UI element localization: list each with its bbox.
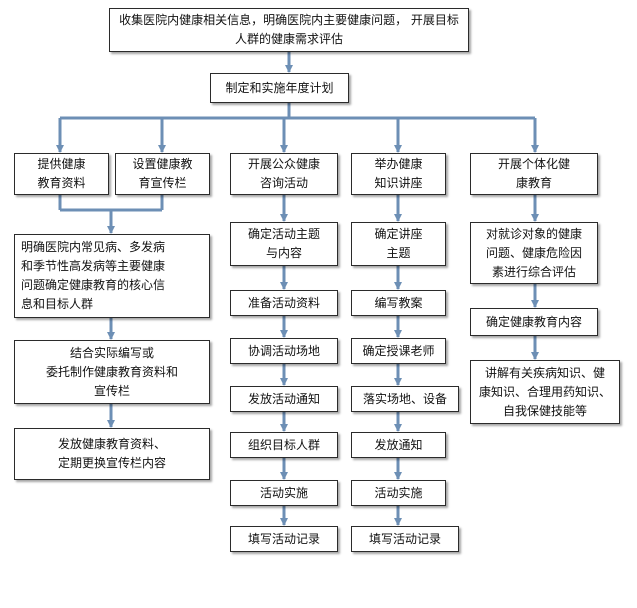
distribute-materials-box: 发放健康教育资料、 定期更换宣传栏内容 [14,428,210,480]
lecture-record-box: 填写活动记录 [351,526,459,552]
prepare-materials-box: 准备活动资料 [230,290,338,316]
bulletin-board-box: 设置健康教 育宣传栏 [115,153,210,195]
activity-record-box: 填写活动记录 [230,526,338,552]
compile-materials-box: 结合实际编写或 委托制作健康教育资料和 宣传栏 [14,340,210,404]
organize-audience-box: 组织目标人群 [230,432,338,458]
plan-box: 制定和实施年度计划 [210,73,349,103]
assign-teacher-box: 确定授课老师 [351,338,446,364]
write-lesson-plan-box: 编写教案 [351,290,446,316]
coordinate-venue-box: 协调活动场地 [230,338,338,364]
explain-knowledge-box: 讲解有关疾病知识、健 康知识、合理用药知识、 自我保健技能等 [470,360,620,424]
send-notice-box: 发放活动通知 [230,386,338,412]
lecture-notice-box: 发放通知 [351,432,446,458]
education-content-box: 确定健康教育内容 [470,308,598,336]
activity-theme-box: 确定活动主题 与内容 [230,222,338,266]
comprehensive-assessment-box: 对就诊对象的健康 问题、健康危险因 素进行综合评估 [470,222,598,284]
core-info-box: 明确医院内常见病、多发病 和季节性高发病等主要健康 问题确定健康教育的核心信 息… [14,234,210,318]
health-lecture-box: 举办健康 知识讲座 [351,153,446,195]
lecture-implement-box: 活动实施 [351,480,446,506]
individual-education-box: 开展个体化健 康教育 [470,153,598,195]
venue-equipment-box: 落实场地、设备 [351,386,459,412]
activity-implement-box: 活动实施 [230,480,338,506]
public-consultation-box: 开展公众健康 咨询活动 [230,153,338,195]
top-box: 收集医院内健康相关信息，明确医院内主要健康问题， 开展目标人群的健康需求评估 [109,8,469,52]
provide-materials-box: 提供健康 教育资料 [14,153,109,195]
lecture-theme-box: 确定讲座 主题 [351,222,446,266]
